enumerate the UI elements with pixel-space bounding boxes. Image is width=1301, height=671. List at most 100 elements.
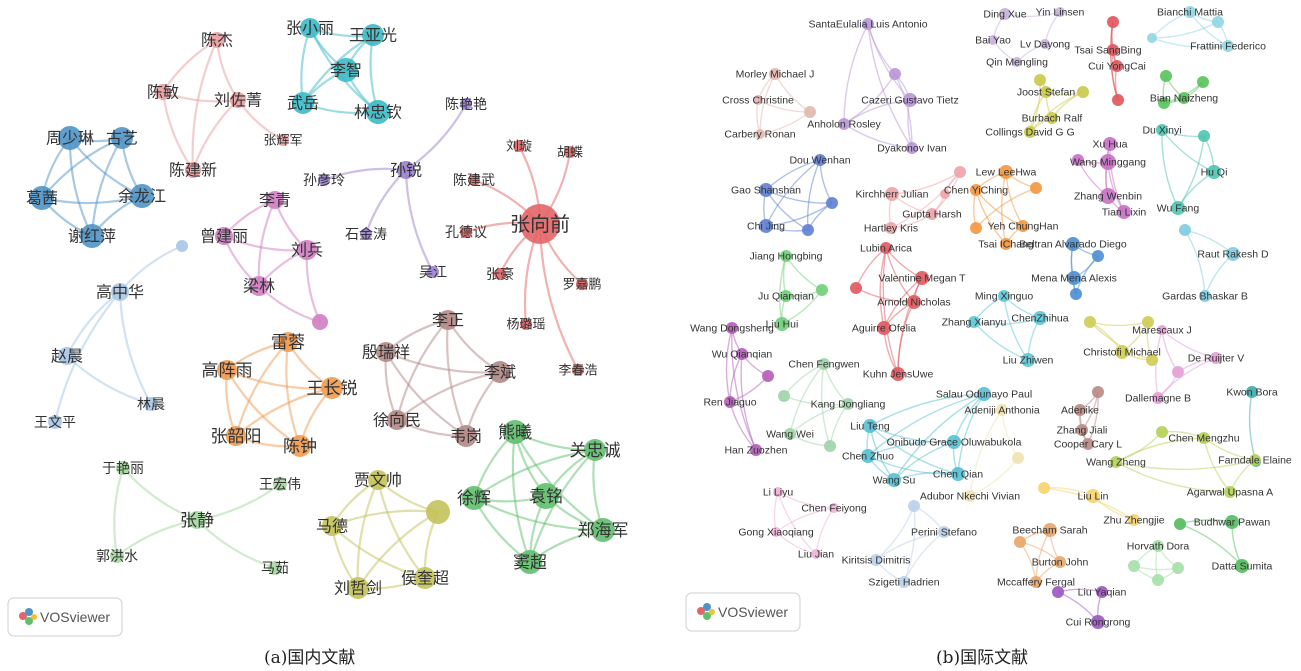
- author-label: 王宏伟: [259, 477, 301, 493]
- author-label: Jiang Hongbing: [750, 251, 823, 263]
- collaboration-edge: [396, 370, 501, 421]
- author-node: [414, 567, 436, 589]
- collaboration-edge: [789, 363, 825, 435]
- collaboration-edge: [1179, 523, 1243, 567]
- author-node: [494, 268, 506, 280]
- collaboration-edge: [725, 327, 733, 403]
- author-label: Morley Michael J: [736, 69, 815, 81]
- author-label: Zhang Jiali: [1057, 425, 1108, 437]
- author-label: 马茹: [261, 560, 289, 577]
- vosviewer-logo-a: VOSviewer: [7, 597, 123, 637]
- author-node: [1107, 44, 1119, 56]
- author-node: [824, 440, 836, 452]
- author-node: [292, 92, 314, 114]
- collaboration-edge: [1177, 135, 1205, 209]
- author-label: Yeh ChungHan: [988, 221, 1059, 233]
- author-label: 武岳: [287, 94, 319, 113]
- author-label: 王文平: [34, 415, 76, 431]
- author-label: 梁林: [243, 277, 275, 296]
- author-label: Chen Qian: [933, 469, 983, 481]
- author-label: Bian Naizheng: [1150, 93, 1218, 105]
- author-label: Ding Xue: [983, 9, 1026, 21]
- author-label: 孙锐: [390, 161, 422, 180]
- author-node: [289, 435, 311, 457]
- author-label: 李青: [259, 191, 291, 210]
- author-label: Lv Dayong: [1020, 39, 1070, 51]
- author-node: [321, 377, 343, 399]
- author-node: [891, 367, 905, 381]
- author-node: [48, 415, 62, 429]
- author-node: [996, 404, 1008, 416]
- author-label: Burton John: [1032, 557, 1089, 569]
- author-label: 杨璐瑶: [506, 318, 545, 333]
- author-node: [1128, 514, 1140, 526]
- author-node: [1092, 386, 1104, 398]
- author-node: [215, 227, 233, 245]
- author-label: De Ruijter V: [1188, 353, 1245, 365]
- author-node: [842, 398, 854, 410]
- author-node: [591, 518, 615, 542]
- author-node: [503, 420, 527, 444]
- vosviewer-icon: [19, 608, 37, 625]
- collaboration-edge: [1115, 461, 1231, 493]
- author-node: [829, 503, 839, 513]
- author-node: [533, 483, 559, 509]
- author-label: 余龙江: [118, 187, 166, 206]
- collaboration-edge: [118, 291, 152, 405]
- author-label: 张豪: [486, 267, 514, 283]
- collaboration-edge: [875, 505, 915, 561]
- author-node: [814, 154, 826, 166]
- author-label: Ju Qianqian: [758, 291, 814, 303]
- author-label: Yin Linsen: [1036, 7, 1085, 19]
- author-label: Carbery Ronan: [724, 129, 795, 141]
- author-node: [926, 208, 938, 220]
- author-node: [826, 197, 838, 209]
- author-node: [1084, 316, 1096, 328]
- author-node: [903, 93, 917, 107]
- author-node: [376, 342, 396, 362]
- author-node: [1043, 523, 1057, 537]
- author-label: 王亚光: [349, 26, 397, 45]
- author-node: [870, 554, 882, 566]
- vosviewer-logo-b: VOSviewer: [685, 592, 801, 632]
- collaboration-edge: [1155, 329, 1163, 399]
- collaboration-edge: [404, 169, 434, 273]
- author-node: [322, 516, 342, 536]
- author-node: [1012, 57, 1022, 67]
- author-node: [426, 500, 450, 524]
- author-node: [778, 390, 790, 402]
- author-label: 陈杰: [201, 31, 233, 50]
- author-node: [780, 290, 792, 302]
- author-node: [1117, 205, 1131, 219]
- author-node: [347, 577, 369, 599]
- author-label: 韦岗: [450, 427, 482, 446]
- collaboration-edge: [511, 431, 532, 563]
- author-label: Wang Zheng: [1086, 457, 1146, 469]
- collaboration-edge: [890, 171, 961, 229]
- author-node: [1000, 238, 1012, 250]
- author-node: [1184, 6, 1196, 18]
- author-node: [780, 250, 792, 262]
- author-label: 高中华: [96, 283, 144, 302]
- author-node: [1222, 40, 1234, 52]
- author-node: [1012, 452, 1024, 464]
- vosviewer-logo-box: [685, 592, 801, 632]
- author-label: Chen Feiyong: [801, 503, 867, 515]
- author-node: [907, 295, 921, 309]
- author-label: Zhu Zhengjie: [1103, 515, 1164, 527]
- author-node: [397, 161, 415, 179]
- author-node: [1024, 126, 1036, 138]
- author-node: [977, 387, 991, 401]
- author-node: [964, 490, 976, 502]
- author-node: [1110, 456, 1122, 468]
- author-label: Onibudo Grace Oluwabukola: [887, 437, 1022, 449]
- author-label: Kiritsis Dimitris: [842, 555, 911, 567]
- author-node: [572, 364, 584, 376]
- author-label: Kuhn JensUwe: [863, 369, 934, 381]
- author-label: Hu Qi: [1201, 167, 1228, 179]
- author-label: ChenZhihua: [1011, 313, 1068, 325]
- author-label: Adenike: [1061, 405, 1099, 417]
- author-node: [1199, 290, 1211, 302]
- author-node: [111, 283, 129, 301]
- author-label: Gardas Bhaskar B: [1162, 291, 1248, 303]
